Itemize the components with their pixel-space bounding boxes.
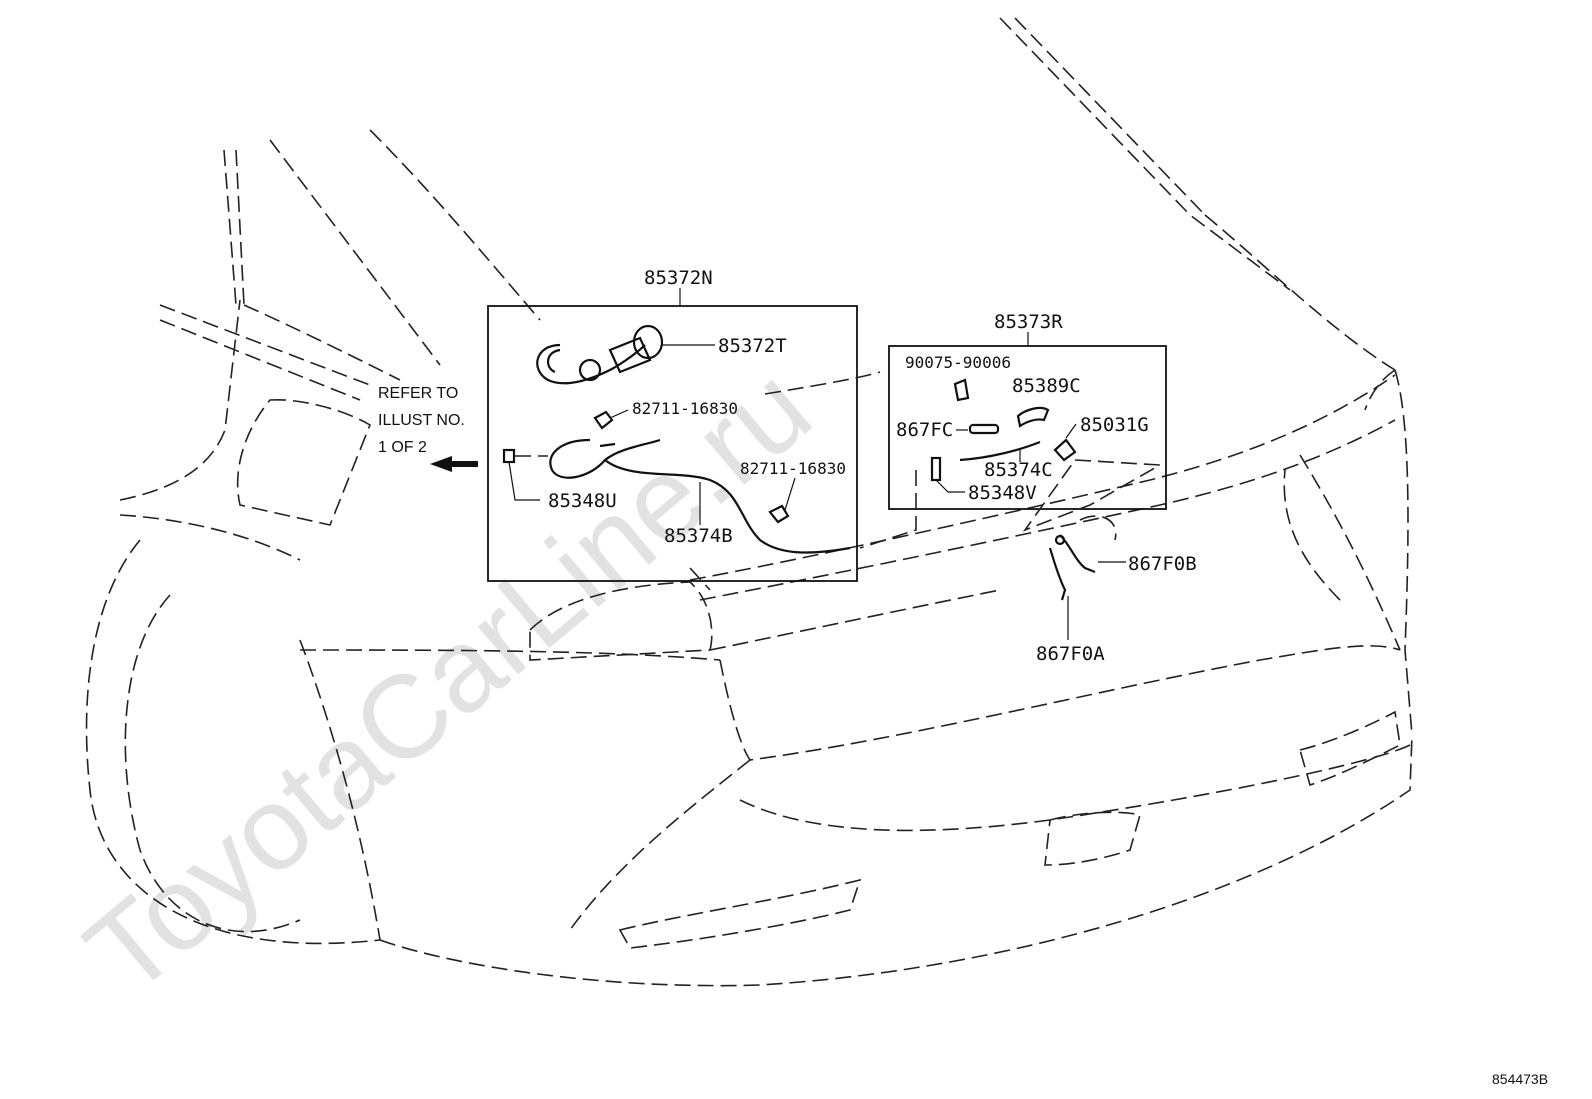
part-90075-90006[interactable]	[953, 378, 970, 402]
label-85374B[interactable]: 85374B	[664, 525, 733, 547]
label-85374C[interactable]: 85374C	[984, 459, 1053, 481]
label-85348U[interactable]: 85348U	[548, 490, 617, 512]
clip-82711-b[interactable]	[768, 504, 790, 524]
part-867FC[interactable]	[968, 423, 1000, 435]
note-line3: 1 OF 2	[378, 439, 427, 456]
note-line2: ILLUST NO.	[378, 412, 465, 429]
diagram-reference-code: 854473B	[1492, 1071, 1548, 1087]
connector-85348U[interactable]	[502, 448, 516, 464]
arrow-shaft	[452, 461, 478, 467]
refer-note: REFER TO ILLUST NO. 1 OF 2	[378, 385, 478, 472]
part-85031G[interactable]	[1053, 438, 1077, 462]
label-867FC[interactable]: 867FC	[896, 419, 953, 441]
part-85348V[interactable]	[930, 456, 942, 482]
clip-82711-a[interactable]	[593, 410, 614, 430]
wire-85374B[interactable]	[549, 438, 851, 554]
arrow-left-icon	[430, 456, 452, 472]
note-line1: REFER TO	[378, 385, 458, 402]
fuel-lid-hinge: 867F0B 867F0A	[1036, 534, 1197, 665]
label-85031G[interactable]: 85031G	[1080, 414, 1149, 436]
part-867F0A[interactable]	[1048, 547, 1067, 601]
group-85372N: 85372N 85372T 82711-16830 85348U 85374B	[487, 267, 881, 591]
label-867F0B[interactable]: 867F0B	[1128, 553, 1197, 575]
part-867F0B[interactable]	[1059, 534, 1096, 574]
label-90075-90006[interactable]: 90075-90006	[905, 353, 1011, 372]
label-85348V[interactable]: 85348V	[968, 482, 1037, 504]
label-82711-a[interactable]: 82711-16830	[632, 399, 738, 418]
part-85389C[interactable]	[1016, 406, 1050, 428]
group-box-left	[487, 305, 858, 582]
part-85374C[interactable]	[959, 440, 1041, 462]
label-85389C[interactable]: 85389C	[1012, 375, 1081, 397]
group-label-85373R[interactable]: 85373R	[994, 311, 1063, 333]
label-867F0A[interactable]: 867F0A	[1036, 643, 1105, 665]
group-label-85372N[interactable]: 85372N	[644, 267, 713, 289]
watermark: ToyotaCarLine.ru	[62, 341, 835, 1020]
label-82711-b[interactable]: 82711-16830	[740, 459, 846, 478]
part-85372T[interactable]	[536, 324, 664, 385]
label-85372T[interactable]: 85372T	[718, 335, 787, 357]
car-body-outline	[85, 17, 1413, 987]
group-85373R: 85373R 90075-90006 85389C 867FC 85031G 8…	[859, 311, 1167, 549]
